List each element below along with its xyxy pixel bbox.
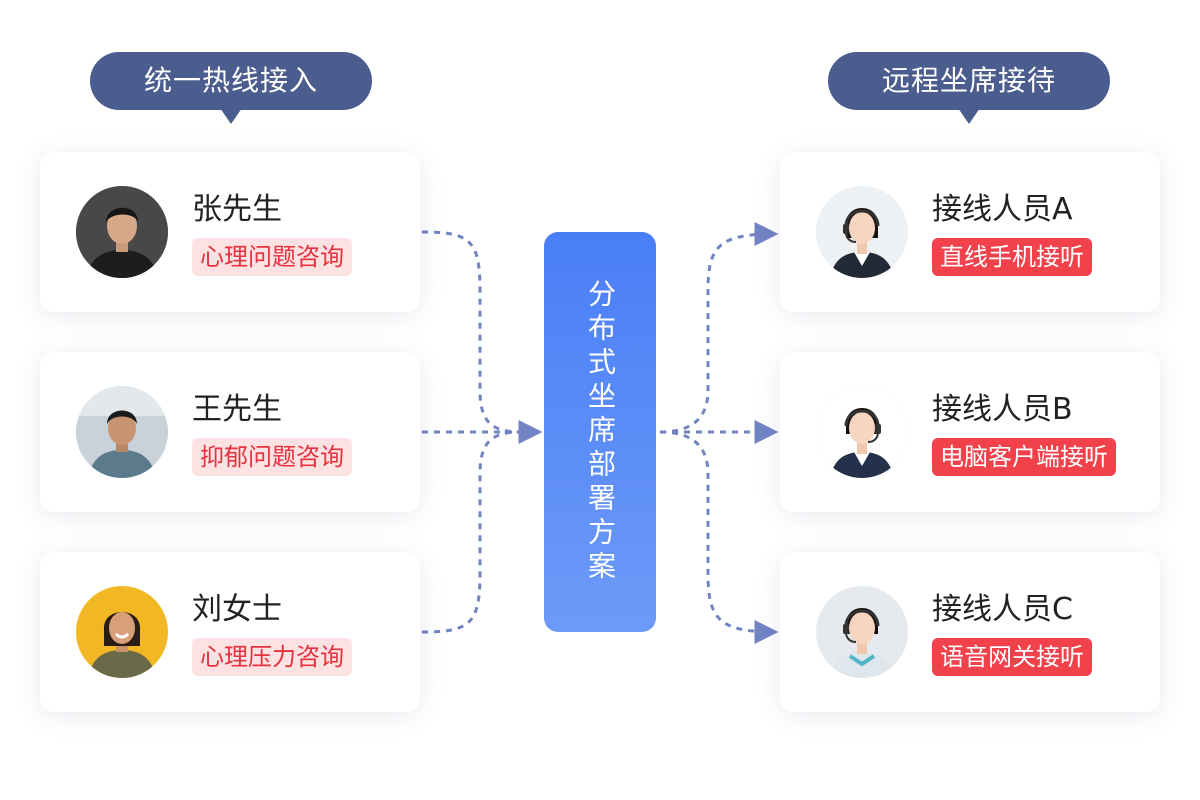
caller-card-zhang: 张先生 心理问题咨询 [40,152,420,312]
agent-name: 接线人员A [932,192,1073,227]
caller-name: 张先生 [192,192,282,227]
incoming-hotline-header: 统一热线接入 [90,52,372,124]
answer-method-badge: 电脑客户端接听 [932,438,1116,476]
man-avatar-icon [76,186,168,278]
caller-name: 刘女士 [192,592,282,627]
agent-name: 接线人员B [932,392,1073,427]
headset-agent-avatar-icon [816,386,908,478]
answer-method-badge: 语音网关接听 [932,638,1092,676]
connector-caller-1 [421,230,521,434]
consult-type-badge: 心理压力咨询 [192,638,352,676]
connector-caller-3 [421,430,521,634]
caller-card-liu: 刘女士 心理压力咨询 [40,552,420,712]
man-avatar-icon [76,386,168,478]
agent-card-a: 接线人员A 直线手机接听 [780,152,1160,312]
connector-agent-1 [659,222,779,434]
consult-type-badge: 抑郁问题咨询 [192,438,352,476]
headset-agent-avatar-icon [816,586,908,678]
agent-card-b: 接线人员B 电脑客户端接听 [780,352,1160,512]
answer-method-badge: 直线手机接听 [932,238,1092,276]
consult-type-badge: 心理问题咨询 [192,238,352,276]
remote-agent-header: 远程坐席接待 [828,52,1110,124]
connector-agent-3 [659,430,779,644]
caller-name: 王先生 [192,392,282,427]
distributed-deployment-box: 分布式坐席部署方案 [544,232,656,632]
caller-card-wang: 王先生 抑郁问题咨询 [40,352,420,512]
center-label: 分布式坐席部署方案 [584,279,617,585]
agent-card-c: 接线人员C 语音网关接听 [780,552,1160,712]
agent-name: 接线人员C [932,592,1073,627]
woman-avatar-icon [76,586,168,678]
headset-agent-avatar-icon [816,186,908,278]
